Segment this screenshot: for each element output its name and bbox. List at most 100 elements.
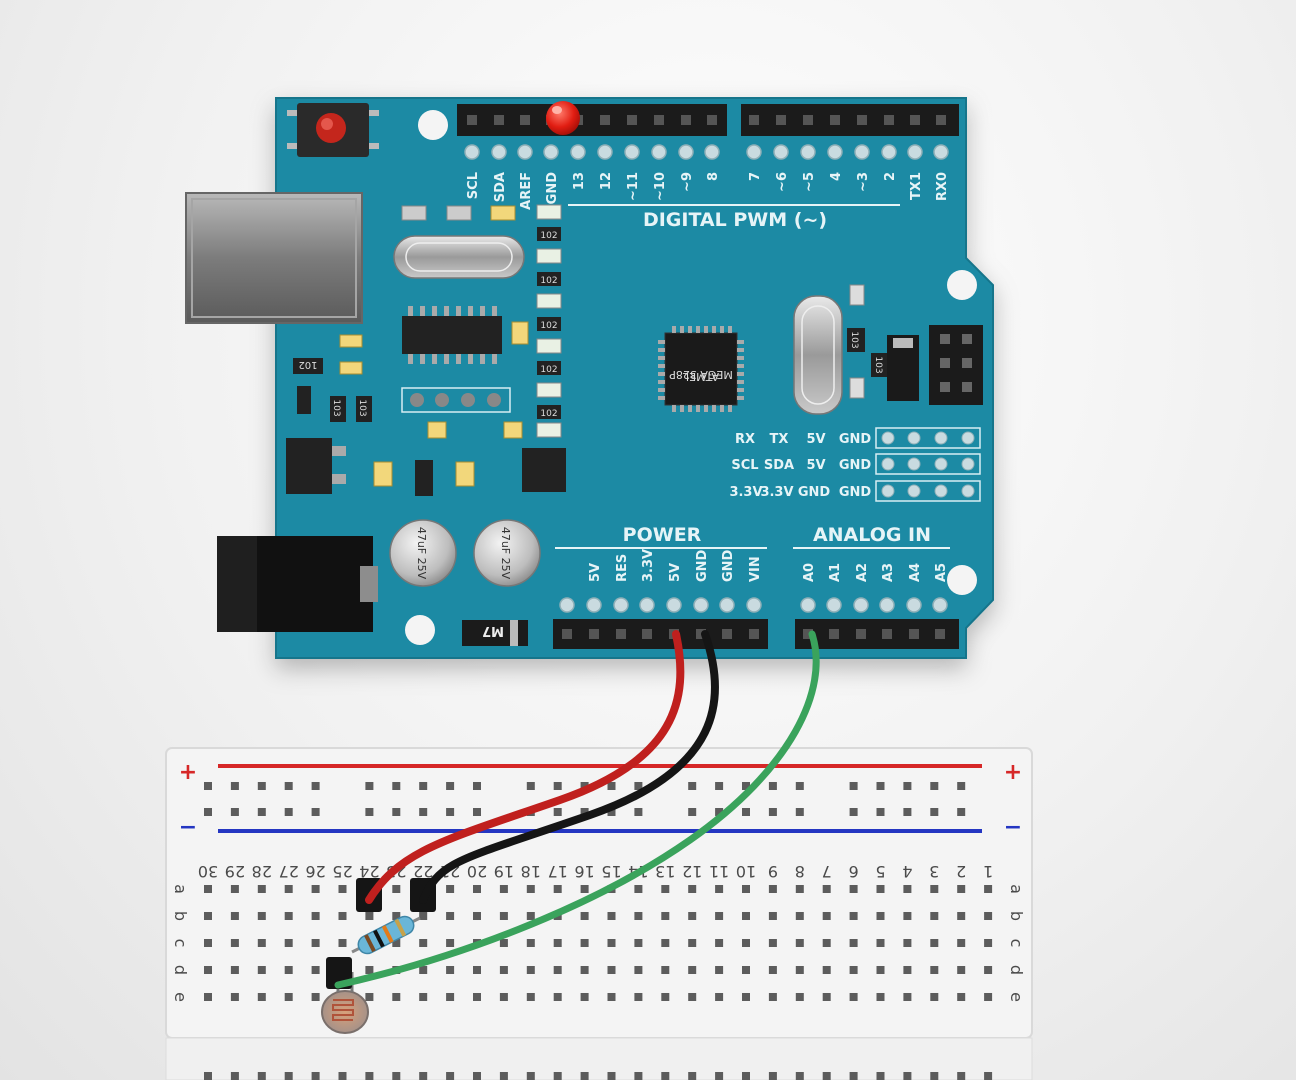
smd-resistor-102 [537, 405, 561, 419]
terminal-hole [526, 993, 535, 1001]
analog-pin [935, 629, 945, 639]
column-number: 11 [709, 862, 729, 881]
terminal-hole [204, 966, 212, 974]
rail-hole [795, 808, 804, 816]
terminal-hole [204, 912, 212, 920]
capacitor-2-text: 47uF 25V [499, 527, 512, 580]
top-header-pad [800, 144, 816, 160]
resistor [351, 915, 421, 955]
usb-chip [402, 306, 502, 364]
rail-hole [392, 782, 401, 790]
side-pad-label: GND [839, 485, 872, 500]
top-header-label: ~3 [856, 172, 871, 192]
bottom-hole [688, 1072, 697, 1080]
terminal-hole [822, 966, 831, 974]
column-number: 7 [822, 862, 832, 881]
terminal-hole [688, 993, 697, 1001]
terminal-hole [849, 966, 858, 974]
column-number: 25 [332, 862, 352, 881]
usb-connector [185, 192, 363, 324]
digital-pwm-label: DIGITAL PWM (~) [643, 209, 827, 231]
terminal-hole [930, 939, 939, 947]
analog-in-label: ANALOG IN [813, 524, 931, 546]
terminal-hole [849, 912, 858, 920]
bottom-hole [822, 1072, 831, 1080]
row-letter-right: b [1007, 911, 1026, 921]
rail-hole [634, 782, 643, 790]
terminal-hole [715, 885, 724, 893]
top-header-label: GND [545, 172, 560, 205]
atmega-chip: MEGA 328P ATMEL [658, 326, 744, 412]
bottom-hole [849, 1072, 858, 1080]
column-number: 16 [574, 862, 594, 881]
photoresistor [321, 972, 369, 1034]
top-header-label: 7 [748, 172, 763, 181]
row-letter-left: b [171, 911, 190, 921]
side-pad-label: GND [839, 432, 872, 447]
terminal-hole [742, 885, 750, 893]
rail-hole [742, 782, 750, 790]
terminal-hole [607, 939, 616, 947]
reset-button [287, 103, 379, 157]
top-header-label: 2 [883, 172, 898, 181]
column-number: 26 [305, 862, 325, 881]
top-header-pin [520, 115, 530, 125]
top-header-label: SDA [493, 172, 508, 202]
bottom-hole [957, 1072, 966, 1080]
terminal-hole [257, 885, 266, 893]
rail-hole [365, 808, 374, 816]
side-pad-label: SCL [731, 458, 758, 473]
terminal-hole [446, 939, 455, 947]
column-number: 4 [902, 862, 912, 881]
terminal-hole [446, 966, 455, 974]
power-pad [613, 597, 629, 613]
four-pin-pads [401, 387, 511, 413]
rail-hole [473, 808, 481, 816]
rail-hole [230, 808, 239, 816]
breadboard-minus-right: − [1004, 815, 1022, 840]
terminal-hole [715, 912, 724, 920]
power-pin-label: RES [615, 554, 630, 582]
terminal-hole [257, 939, 266, 947]
terminal-hole [876, 939, 885, 947]
terminal-hole [661, 885, 670, 893]
power-pin [642, 629, 652, 639]
terminal-hole [984, 885, 993, 893]
bottom-hole [230, 1072, 239, 1080]
terminal-hole [499, 939, 508, 947]
terminal-hole [984, 912, 993, 920]
smd-resistors-103: 103 103 [331, 399, 367, 416]
rail-hole [768, 782, 777, 790]
terminal-hole [903, 885, 912, 893]
bottom-hole [392, 1072, 401, 1080]
bottom-hole [984, 1072, 993, 1080]
rail-hole [204, 808, 212, 816]
power-pin-label: VIN [748, 556, 763, 582]
terminal-hole [446, 912, 455, 920]
analog-pin [882, 629, 892, 639]
row-letter-left: d [171, 965, 190, 975]
terminal-hole [607, 993, 616, 1001]
bottom-hole [419, 1072, 428, 1080]
terminal-hole [580, 912, 589, 920]
terminal-hole [957, 912, 966, 920]
bottom-hole [526, 1072, 535, 1080]
terminal-hole [634, 993, 643, 1001]
terminal-hole [204, 885, 212, 893]
analog-header [795, 619, 959, 649]
top-header-pad [773, 144, 789, 160]
top-header-pad [624, 144, 640, 160]
smd-code-102: 102 [540, 365, 557, 375]
terminal-hole [499, 912, 508, 920]
terminal-hole [715, 939, 724, 947]
terminal-hole [984, 939, 993, 947]
rail-hole [257, 782, 266, 790]
power-pin [722, 629, 732, 639]
terminal-hole [742, 966, 750, 974]
terminal-hole [903, 939, 912, 947]
smd-code-102: 102 [540, 321, 557, 331]
top-header-pin [803, 115, 813, 125]
bottom-hole [634, 1072, 643, 1080]
